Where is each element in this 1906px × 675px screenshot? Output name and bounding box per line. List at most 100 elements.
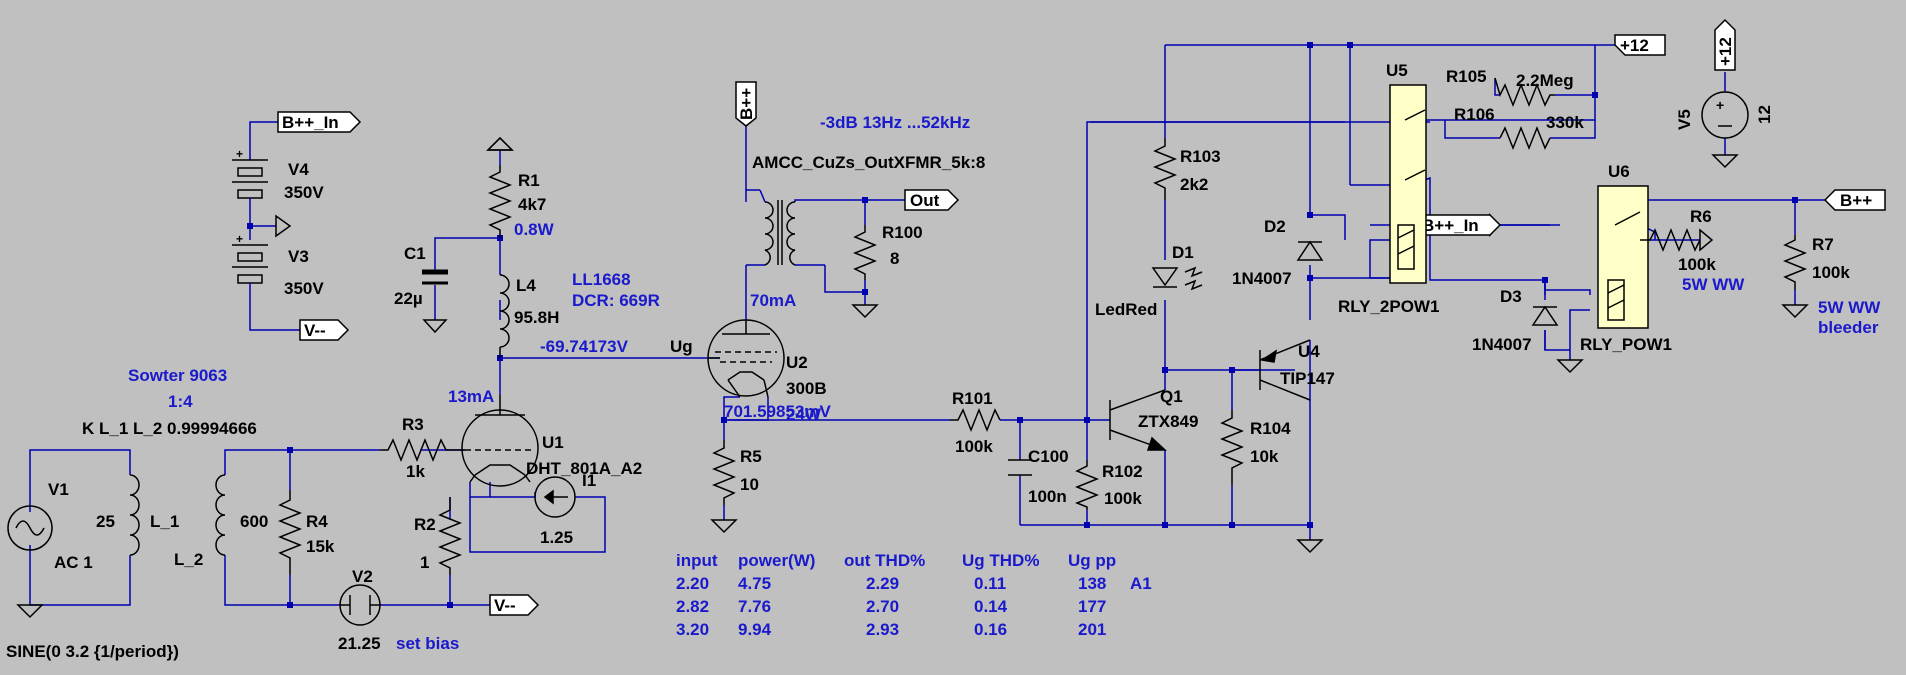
svg-text:138: 138 [1078, 574, 1106, 593]
port-b-plus-right: B++ [1823, 189, 1886, 211]
svg-text:1N4007: 1N4007 [1472, 335, 1532, 354]
resistor-r4: R4 15k [277, 490, 335, 575]
svg-text:L4: L4 [516, 276, 536, 295]
inductor-l2: 600 L_2 [174, 474, 268, 569]
svg-text:D3: D3 [1500, 287, 1522, 306]
svg-text:95.8H: 95.8H [514, 308, 559, 327]
resistor-r104: R104 10k [1219, 410, 1291, 485]
svg-text:300B: 300B [786, 379, 827, 398]
relay-u6: U6 RLY_POW1 [1580, 162, 1672, 354]
svg-text:25: 25 [96, 512, 115, 531]
svg-text:U5: U5 [1386, 61, 1408, 80]
svg-text:8: 8 [890, 249, 899, 268]
svg-text:ZTX849: ZTX849 [1138, 412, 1198, 431]
svg-text:R104: R104 [1250, 419, 1291, 438]
svg-text:R1: R1 [518, 171, 540, 190]
svg-text:350V: 350V [284, 279, 324, 298]
svg-text:I1: I1 [582, 471, 596, 490]
port-b-plus-vertical: B++ [735, 81, 757, 127]
svg-text:R4: R4 [306, 512, 328, 531]
svg-text:1: 1 [420, 553, 429, 572]
svg-text:R6: R6 [1690, 207, 1712, 226]
resistor-r106: R106 330k [1454, 105, 1584, 151]
svg-text:330k: 330k [1546, 113, 1584, 132]
resistor-r103: R103 2k2 [1152, 138, 1221, 200]
svg-text:V5: V5 [1675, 109, 1694, 130]
svg-text:1k: 1k [406, 462, 425, 481]
tube-u2: 70mA U2 300B 24W [707, 291, 827, 424]
svg-text:10: 10 [740, 475, 759, 494]
resistor-r102: R102 100k [1074, 460, 1143, 510]
port-b-plus-in-relay: B++_In [1417, 212, 1502, 238]
resistor-r101: R101 100k [950, 389, 1001, 456]
capacitor-c100: C100 100n [1008, 447, 1069, 506]
svg-text:100n: 100n [1028, 487, 1067, 506]
svg-text:B++_In: B++_In [1422, 216, 1479, 235]
battery-v3: + V3 350V [232, 232, 324, 298]
svg-text:R103: R103 [1180, 147, 1221, 166]
port-out: Out [904, 189, 960, 211]
svg-text:1.25: 1.25 [540, 528, 573, 547]
inductor-l4: L4 95.8H LL1668 DCR: 669R [499, 270, 660, 358]
led-d1: D1 LedRed [1095, 243, 1203, 319]
svg-text:C1: C1 [404, 244, 426, 263]
svg-text:L_2: L_2 [174, 550, 203, 569]
svg-text:0.14: 0.14 [974, 597, 1008, 616]
svg-text:R106: R106 [1454, 105, 1495, 124]
svg-text:70mA: 70mA [750, 291, 796, 310]
table-header: power(W) [738, 551, 815, 570]
svg-text:R102: R102 [1102, 462, 1143, 481]
source-v2: V2 21.25 set bias [338, 567, 459, 653]
table-header: Ug pp [1068, 551, 1116, 570]
resistor-r105: R105 2.2Meg [1446, 67, 1574, 108]
junctions [247, 42, 1798, 608]
svg-text:V4: V4 [288, 160, 309, 179]
svg-text:U1: U1 [542, 433, 564, 452]
ground-symbols [16, 136, 1809, 619]
svg-text:LL1668: LL1668 [572, 270, 631, 289]
svg-text:9.94: 9.94 [738, 620, 772, 639]
svg-text:AMCC_CuZs_OutXFMR_5k:8: AMCC_CuZs_OutXFMR_5k:8 [752, 153, 985, 172]
svg-text:+12: +12 [1716, 37, 1735, 66]
resistor-r100: R100 8 [852, 223, 923, 280]
resistor-r1: R1 4k7 0.8W [487, 165, 555, 239]
svg-text:TIP147: TIP147 [1280, 369, 1335, 388]
svg-text:bleeder: bleeder [1818, 318, 1879, 337]
svg-text:U6: U6 [1608, 162, 1630, 181]
svg-text:R7: R7 [1812, 235, 1834, 254]
svg-text:R5: R5 [740, 447, 762, 466]
node-labels: -69.74173V Ug 701.59853mV [540, 337, 831, 421]
svg-text:100k: 100k [955, 437, 993, 456]
resistor-r3: R3 1k [380, 415, 465, 481]
svg-text:0.16: 0.16 [974, 620, 1007, 639]
resistor-r7: R7 100k 5W WW bleeder [1782, 235, 1881, 337]
svg-text:2.70: 2.70 [866, 597, 899, 616]
svg-text:22µ: 22µ [394, 289, 423, 308]
battery-v4: + V4 350V [232, 147, 324, 210]
svg-text:-69.74173V: -69.74173V [540, 337, 629, 356]
svg-text:4.75: 4.75 [738, 574, 771, 593]
svg-text:-3dB 13Hz ...52kHz: -3dB 13Hz ...52kHz [820, 113, 970, 132]
svg-text:21.25: 21.25 [338, 634, 381, 653]
port-b-plus-in-top: B++_In [277, 111, 362, 133]
coupling-note: Sowter 9063 1:4 K L_1 L_2 0.99994666 [82, 366, 257, 438]
svg-text:R105: R105 [1446, 67, 1487, 86]
svg-text:R2: R2 [414, 515, 436, 534]
svg-text:RLY_2POW1: RLY_2POW1 [1338, 297, 1439, 316]
svg-text:V2: V2 [352, 567, 373, 586]
output-transformer: -3dB 13Hz ...52kHz AMCC_CuZs_OutXFMR_5k:… [746, 113, 985, 266]
svg-text:4k7: 4k7 [518, 195, 546, 214]
svg-text:100k: 100k [1678, 255, 1716, 274]
transistor-q1: Q1 ZTX849 [1109, 387, 1198, 451]
diode-d3: D3 1N4007 [1472, 287, 1559, 354]
source-v5: + V5 12 [1675, 91, 1774, 139]
svg-text:Q1: Q1 [1160, 387, 1183, 406]
source-v1: V1 AC 1 SINE(0 3.2 {1/period}) [6, 480, 179, 661]
svg-text:Ug: Ug [670, 337, 693, 356]
resistor-r5: R5 10 [711, 440, 762, 505]
svg-text:DCR: 669R: DCR: 669R [572, 291, 660, 310]
svg-text:R100: R100 [882, 223, 923, 242]
svg-text:V--: V-- [304, 321, 326, 340]
relay-u5: U5 RLY_2POW1 [1338, 61, 1439, 316]
table-header: input [676, 551, 718, 570]
